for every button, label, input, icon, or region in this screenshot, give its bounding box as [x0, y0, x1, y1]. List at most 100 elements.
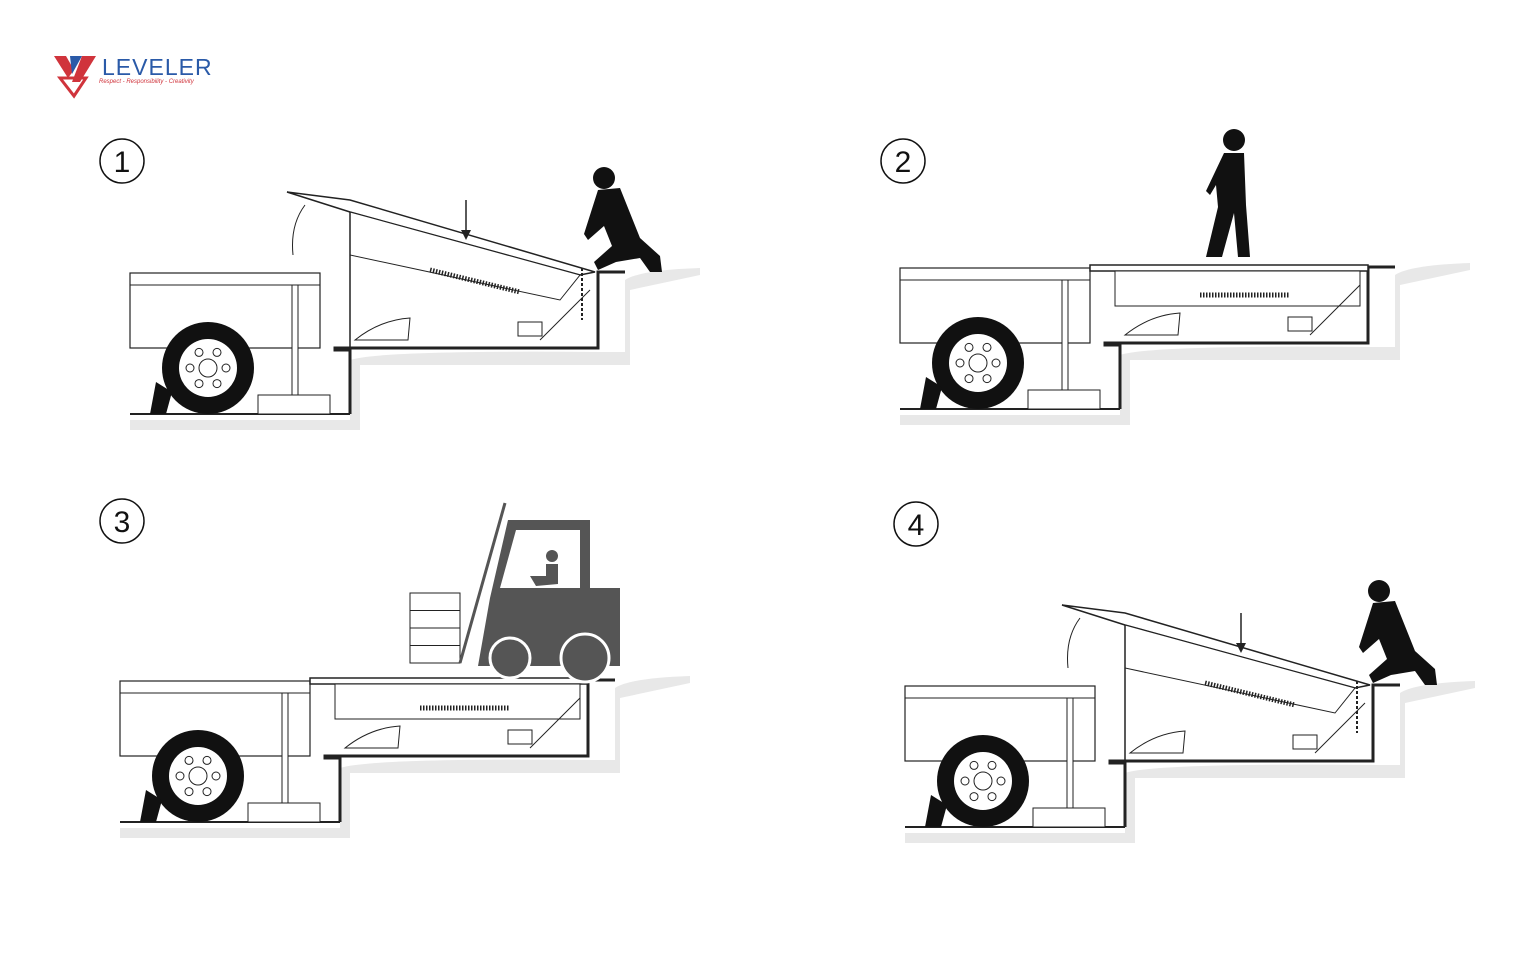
lug-nut: [969, 792, 979, 802]
hinge-bracket: [353, 317, 411, 341]
lug-nut: [212, 379, 222, 389]
lug-nut: [969, 760, 979, 770]
step-number-circle: [99, 138, 145, 184]
step-number-circle: [893, 501, 939, 547]
kneeling-operator-icon: [1359, 601, 1437, 685]
step-number-circle: [880, 138, 926, 184]
forklift-mast: [458, 502, 507, 664]
lug-nut: [212, 347, 222, 357]
logo-mark-icon: [54, 56, 96, 99]
step-number-1: 1: [99, 138, 145, 184]
operator-head-icon: [1368, 580, 1390, 602]
person-head-icon: [1223, 129, 1245, 151]
ground-shadow: [905, 681, 1475, 843]
lip-arrow-icon: [292, 204, 306, 256]
lug-nut: [175, 771, 185, 781]
lip-arrow-icon: [1067, 617, 1081, 669]
dock-pit: [333, 270, 625, 414]
wheel-rim: [179, 339, 237, 397]
step-panel-2: [899, 129, 1470, 425]
hinge-bracket: [1128, 730, 1186, 754]
lug-nut: [964, 342, 974, 352]
wheel-rim: [949, 334, 1007, 392]
arrow-head: [1236, 643, 1246, 653]
hydraulic-block: [517, 321, 543, 337]
lift-spring: [1204, 680, 1296, 708]
lift-spring: [429, 267, 521, 295]
deck-platform-level: [309, 677, 589, 685]
driver-icon: [546, 550, 558, 562]
lug-nut: [194, 379, 204, 389]
forklift-rear-wheel: [559, 632, 611, 684]
step-panel-3: [119, 502, 690, 838]
truck-bumper-post: [291, 284, 299, 396]
lug-nut: [221, 363, 231, 373]
hinge-bracket: [343, 725, 401, 749]
lug-nut: [987, 760, 997, 770]
lug-nut: [987, 792, 997, 802]
truck-bumper-post: [281, 692, 289, 804]
wheel-hub: [198, 358, 218, 378]
wheel-rim: [954, 752, 1012, 810]
hydraulic-block: [1287, 316, 1313, 332]
wheel-hub: [973, 771, 993, 791]
dock-bumper: [1027, 389, 1101, 410]
arrow-head: [461, 230, 471, 240]
step-panel-1: [129, 167, 700, 430]
forklift-icon: [409, 502, 620, 684]
deck-frame: [1114, 270, 1361, 307]
step-number-label: 1: [114, 146, 131, 179]
step-number-4: 4: [893, 501, 939, 547]
lug-nut: [982, 374, 992, 384]
leveler-logo: LEVELER Respect - Responsibility - Creat…: [52, 52, 212, 102]
wheel-chock-icon: [150, 382, 172, 414]
wheel-chock-icon: [920, 377, 942, 409]
deck-platform-level: [1089, 264, 1369, 272]
kneeling-operator-icon: [584, 188, 662, 272]
logo-brand: LEVELER: [102, 54, 213, 80]
operator-head-icon: [593, 167, 615, 189]
logo-tagline: Respect - Responsibility - Creativity: [99, 79, 194, 85]
truck-bumper-post: [1061, 279, 1069, 391]
lug-nut: [982, 342, 992, 352]
lug-nut: [202, 755, 212, 765]
deck-platform-raised: [286, 191, 596, 276]
step-number-3: 3: [99, 498, 145, 544]
hydraulic-block: [507, 729, 533, 745]
hydraulic-block: [1292, 734, 1318, 750]
step-panel-4: [904, 580, 1475, 843]
truck-bumper-post: [1066, 697, 1074, 809]
lug-nut: [211, 771, 221, 781]
ground-shadow: [120, 676, 690, 838]
lug-nut: [964, 374, 974, 384]
hinge-bracket: [1123, 312, 1181, 336]
deck-platform-raised: [1061, 604, 1371, 689]
driver-body: [530, 564, 558, 586]
forklift-cab-window: [500, 530, 580, 588]
support-strut: [1309, 284, 1361, 336]
lug-nut: [991, 358, 1001, 368]
dock-bumper: [257, 394, 331, 415]
step-number-label: 2: [895, 146, 912, 179]
lug-nut: [184, 755, 194, 765]
lug-nut: [194, 347, 204, 357]
step-number-circle: [99, 498, 145, 544]
lug-nut: [960, 776, 970, 786]
lug-nut: [996, 776, 1006, 786]
walking-person-icon: [1206, 153, 1250, 257]
dock-pit: [1108, 683, 1400, 827]
dock-bumper: [1032, 807, 1106, 828]
wheel-chock-icon: [925, 795, 947, 827]
step-number-2: 2: [880, 138, 926, 184]
wheel-chock-icon: [140, 790, 162, 822]
lug-nut: [184, 787, 194, 797]
lug-nut: [955, 358, 965, 368]
dock-bumper: [247, 802, 321, 823]
forklift-front-wheel: [488, 636, 532, 680]
step-number-label: 4: [908, 509, 925, 542]
deck-frame: [334, 683, 581, 720]
ground-shadow: [900, 263, 1470, 425]
step-number-label: 3: [114, 506, 131, 539]
support-strut: [1314, 702, 1366, 754]
